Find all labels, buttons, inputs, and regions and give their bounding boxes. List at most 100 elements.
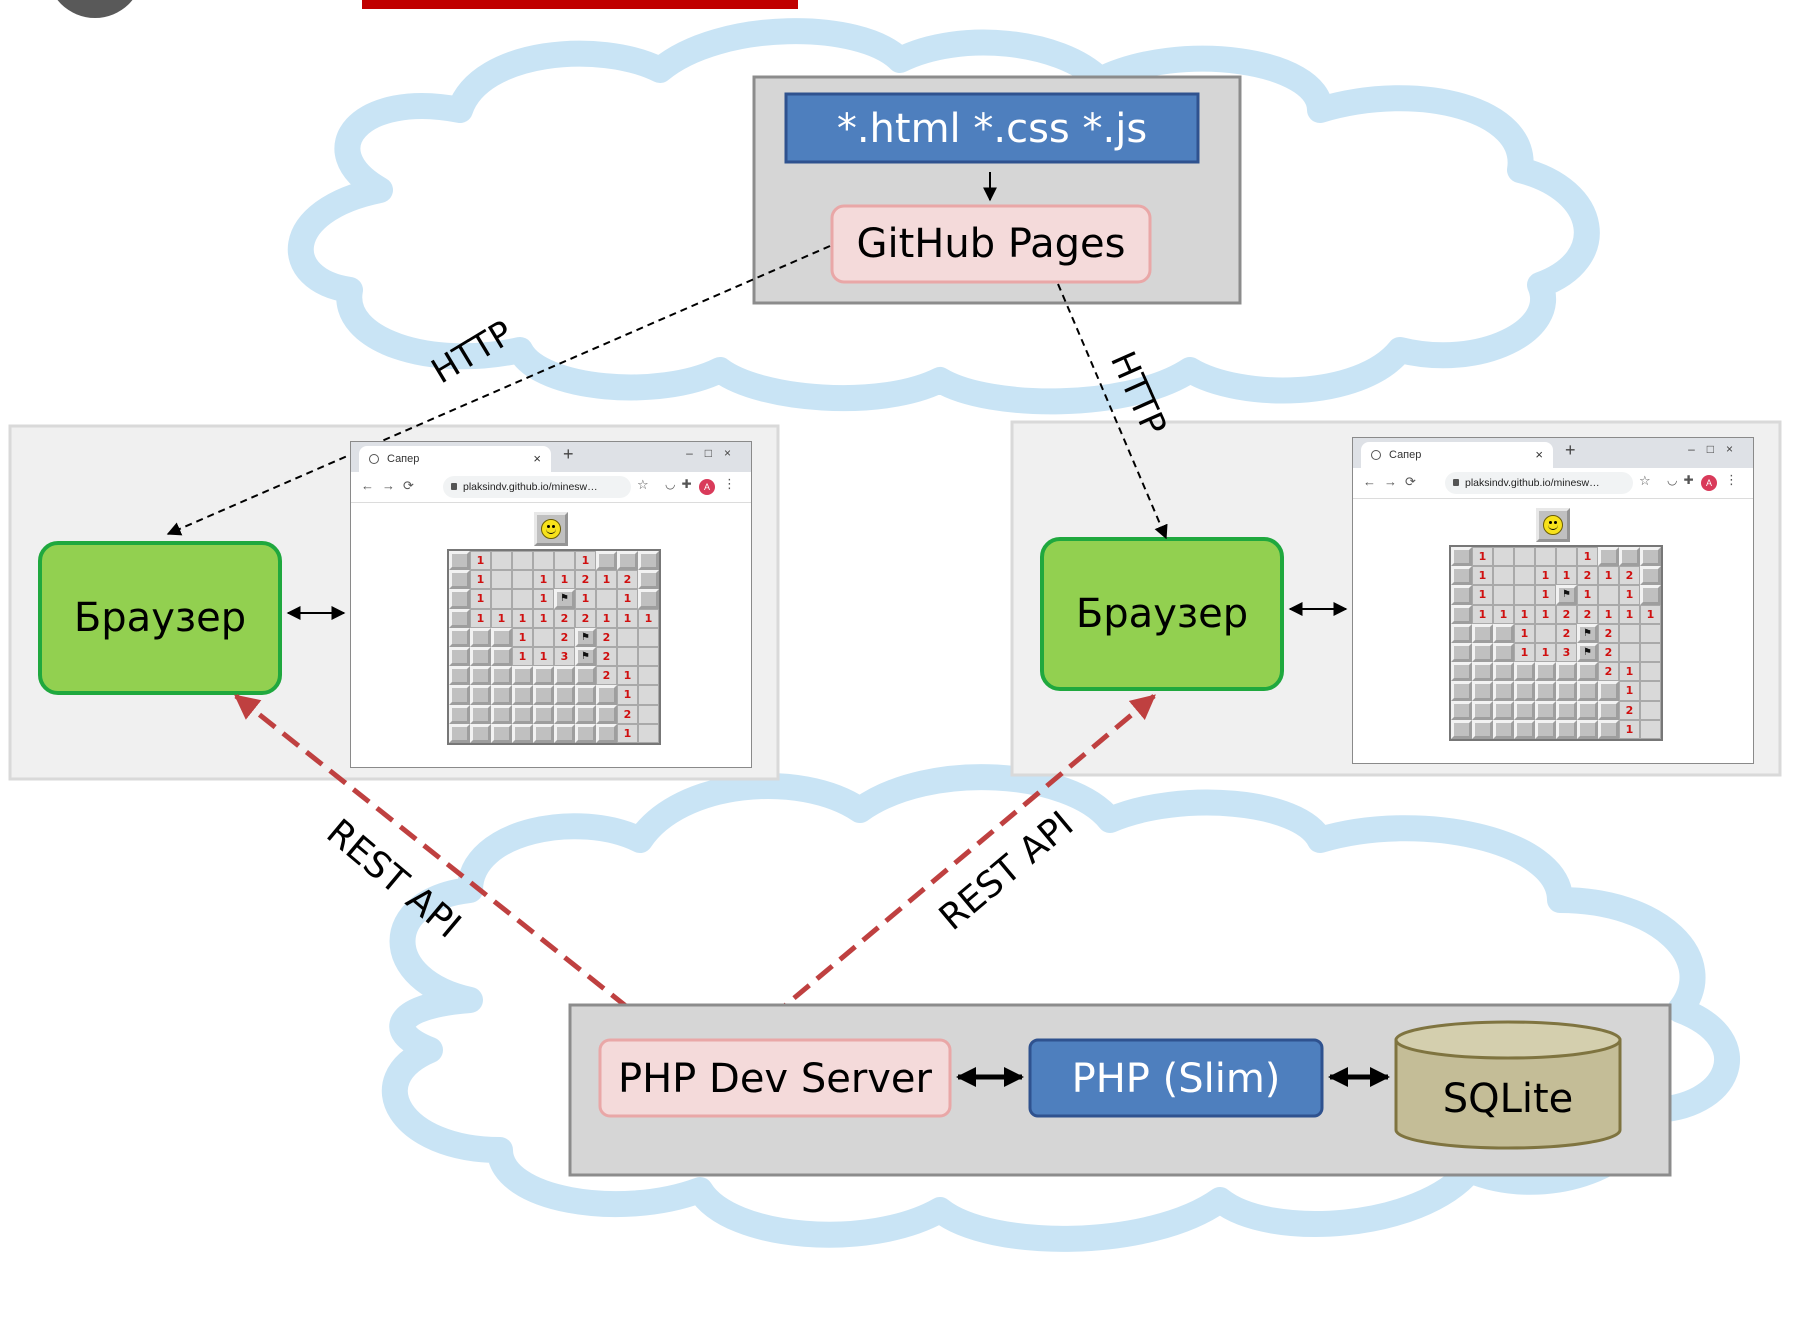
open-cell[interactable] bbox=[1493, 547, 1514, 567]
open-cell[interactable] bbox=[1640, 681, 1661, 701]
closed-cell[interactable] bbox=[533, 723, 554, 743]
closed-cell[interactable] bbox=[1451, 604, 1472, 624]
closed-cell[interactable] bbox=[1451, 662, 1472, 682]
open-cell[interactable] bbox=[1535, 547, 1556, 567]
open-cell[interactable]: 2 bbox=[596, 627, 617, 647]
closed-cell[interactable] bbox=[491, 646, 512, 667]
open-cell[interactable]: 1 bbox=[596, 570, 617, 590]
open-cell[interactable] bbox=[533, 627, 554, 647]
open-cell[interactable] bbox=[512, 551, 533, 571]
closed-cell[interactable] bbox=[449, 589, 470, 609]
open-cell[interactable] bbox=[638, 723, 659, 743]
closed-cell[interactable] bbox=[638, 551, 659, 571]
closed-cell[interactable] bbox=[1493, 719, 1514, 739]
open-cell[interactable]: 1 bbox=[512, 608, 533, 628]
closed-cell[interactable] bbox=[1472, 719, 1493, 739]
open-cell[interactable] bbox=[1640, 662, 1661, 682]
open-cell[interactable]: 1 bbox=[617, 723, 638, 743]
open-cell[interactable]: 3 bbox=[1556, 642, 1577, 663]
open-cell[interactable]: 1 bbox=[491, 608, 512, 628]
open-cell[interactable]: 2 bbox=[575, 608, 596, 628]
menu-icon[interactable]: ⋮ bbox=[1725, 472, 1738, 487]
open-cell[interactable]: 1 bbox=[1598, 604, 1619, 624]
closed-cell[interactable] bbox=[491, 685, 512, 705]
open-cell[interactable]: 2 bbox=[554, 608, 575, 628]
open-cell[interactable]: 1 bbox=[1619, 585, 1640, 605]
open-cell[interactable] bbox=[491, 570, 512, 590]
open-cell[interactable]: 1 bbox=[1472, 566, 1493, 586]
closed-cell[interactable] bbox=[470, 627, 491, 647]
star-icon[interactable]: ☆ bbox=[1639, 473, 1651, 488]
closed-cell[interactable] bbox=[1493, 662, 1514, 682]
open-cell[interactable]: 1 bbox=[1619, 604, 1640, 624]
closed-cell[interactable] bbox=[1556, 681, 1577, 701]
open-cell[interactable]: 1 bbox=[533, 646, 554, 667]
flag-icon[interactable]: ⚑ bbox=[1577, 623, 1598, 643]
closed-cell[interactable] bbox=[470, 704, 491, 724]
closed-cell[interactable] bbox=[596, 551, 617, 571]
open-cell[interactable] bbox=[638, 704, 659, 724]
close-tab-icon[interactable]: × bbox=[533, 451, 541, 466]
closed-cell[interactable] bbox=[1472, 623, 1493, 643]
closed-cell[interactable] bbox=[638, 589, 659, 609]
closed-cell[interactable] bbox=[491, 723, 512, 743]
open-cell[interactable]: 1 bbox=[617, 589, 638, 609]
open-cell[interactable]: 2 bbox=[554, 627, 575, 647]
closed-cell[interactable] bbox=[1451, 642, 1472, 663]
open-cell[interactable]: 1 bbox=[512, 627, 533, 647]
open-cell[interactable] bbox=[638, 666, 659, 686]
closed-cell[interactable] bbox=[1577, 662, 1598, 682]
open-cell[interactable]: 1 bbox=[470, 570, 491, 590]
open-cell[interactable]: 1 bbox=[1514, 604, 1535, 624]
menu-icon[interactable]: ⋮ bbox=[723, 476, 736, 491]
open-cell[interactable]: 1 bbox=[1619, 681, 1640, 701]
closed-cell[interactable] bbox=[596, 685, 617, 705]
open-cell[interactable]: 2 bbox=[1577, 566, 1598, 586]
closed-cell[interactable] bbox=[1640, 566, 1661, 586]
closed-cell[interactable] bbox=[1451, 547, 1472, 567]
closed-cell[interactable] bbox=[1577, 719, 1598, 739]
open-cell[interactable]: 1 bbox=[470, 589, 491, 609]
open-cell[interactable] bbox=[638, 646, 659, 667]
open-cell[interactable]: 1 bbox=[596, 608, 617, 628]
closed-cell[interactable] bbox=[1535, 700, 1556, 720]
new-tab-icon[interactable]: + bbox=[1565, 440, 1576, 460]
flag-icon[interactable]: ⚑ bbox=[575, 646, 596, 667]
closed-cell[interactable] bbox=[596, 723, 617, 743]
closed-cell[interactable] bbox=[470, 666, 491, 686]
closed-cell[interactable] bbox=[470, 646, 491, 667]
closed-cell[interactable] bbox=[1598, 719, 1619, 739]
closed-cell[interactable] bbox=[1493, 681, 1514, 701]
open-cell[interactable]: 1 bbox=[1514, 623, 1535, 643]
open-cell[interactable] bbox=[1640, 642, 1661, 663]
nav-buttons[interactable]: ←→⟳ bbox=[361, 478, 422, 493]
open-cell[interactable]: 1 bbox=[1577, 585, 1598, 605]
closed-cell[interactable] bbox=[512, 666, 533, 686]
closed-cell[interactable] bbox=[491, 704, 512, 724]
open-cell[interactable]: 3 bbox=[554, 646, 575, 667]
open-cell[interactable]: 1 bbox=[533, 570, 554, 590]
open-cell[interactable] bbox=[638, 685, 659, 705]
open-cell[interactable] bbox=[596, 589, 617, 609]
closed-cell[interactable] bbox=[1556, 662, 1577, 682]
open-cell[interactable] bbox=[1556, 547, 1577, 567]
flag-icon[interactable]: ⚑ bbox=[554, 589, 575, 609]
open-cell[interactable]: 1 bbox=[1535, 585, 1556, 605]
open-cell[interactable]: 2 bbox=[1598, 642, 1619, 663]
closed-cell[interactable] bbox=[1556, 700, 1577, 720]
open-cell[interactable]: 1 bbox=[1598, 566, 1619, 586]
closed-cell[interactable] bbox=[512, 723, 533, 743]
open-cell[interactable]: 2 bbox=[596, 666, 617, 686]
open-cell[interactable]: 1 bbox=[1535, 642, 1556, 663]
open-cell[interactable]: 2 bbox=[1598, 623, 1619, 643]
closed-cell[interactable] bbox=[533, 704, 554, 724]
open-cell[interactable] bbox=[554, 551, 575, 571]
closed-cell[interactable] bbox=[533, 666, 554, 686]
open-cell[interactable]: 1 bbox=[554, 570, 575, 590]
open-cell[interactable]: 2 bbox=[1598, 662, 1619, 682]
open-cell[interactable]: 2 bbox=[1577, 604, 1598, 624]
closed-cell[interactable] bbox=[470, 723, 491, 743]
open-cell[interactable]: 1 bbox=[617, 666, 638, 686]
closed-cell[interactable] bbox=[449, 570, 470, 590]
open-cell[interactable]: 2 bbox=[596, 646, 617, 667]
